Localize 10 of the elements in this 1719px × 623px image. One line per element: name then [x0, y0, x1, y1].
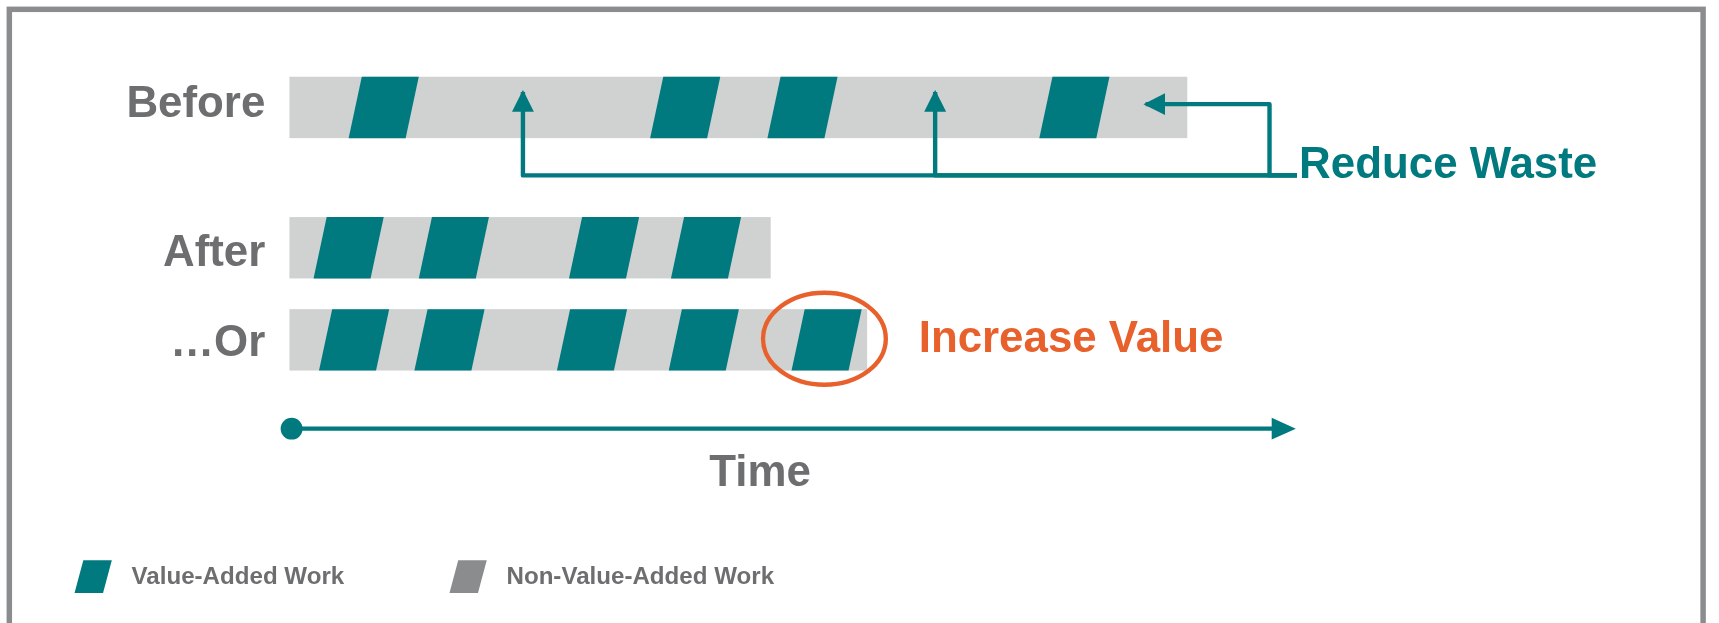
legend-label: Value-Added Work: [131, 564, 345, 589]
row-label: …Or: [170, 319, 266, 363]
axis-title: Time: [709, 448, 811, 493]
callout-text: Reduce Waste: [1299, 140, 1598, 185]
row-label: Before: [126, 80, 266, 124]
timeline-bar: [289, 76, 1188, 139]
row-label: After: [162, 229, 266, 273]
arrow: [924, 89, 1297, 178]
callout-text: Increase Value: [918, 314, 1224, 359]
legend-label: Non-Value-Added Work: [506, 564, 775, 589]
